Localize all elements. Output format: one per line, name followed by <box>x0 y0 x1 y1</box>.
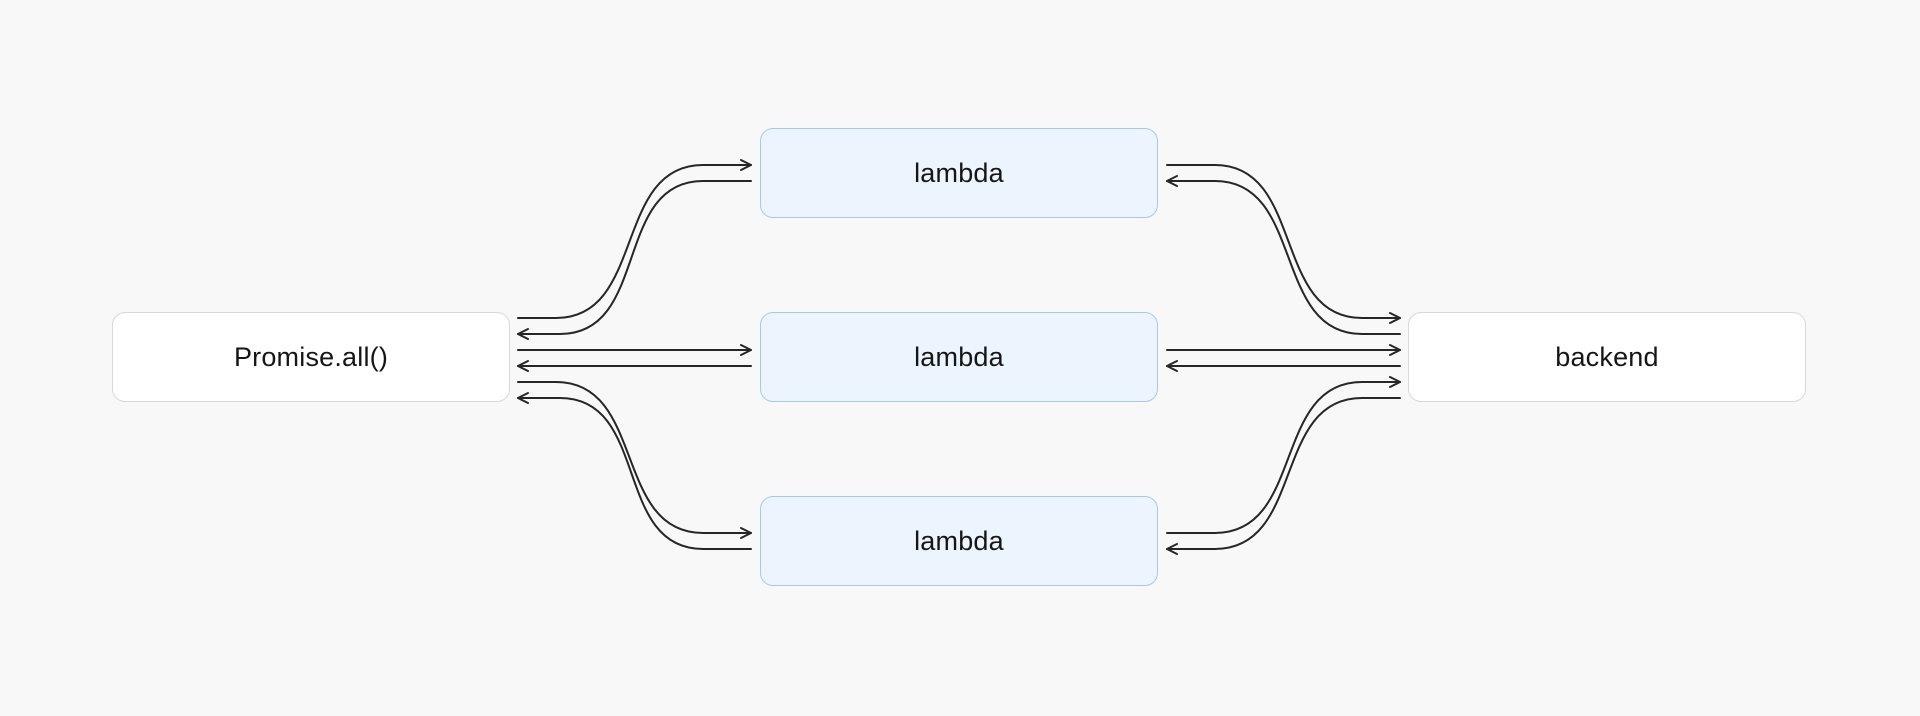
edge-lambda-bottom-to-backend <box>1166 376 1401 534</box>
edge-backend-to-lambda-bottom <box>1166 397 1401 555</box>
node-lambda-middle: lambda <box>760 312 1158 402</box>
node-lambda-bottom-label: lambda <box>914 525 1004 556</box>
node-lambda-top-label: lambda <box>914 157 1004 188</box>
node-backend: backend <box>1408 312 1806 402</box>
edge-lambda-top-to-promise <box>517 180 752 340</box>
node-lambda-middle-label: lambda <box>914 341 1004 372</box>
node-promise-all-label: Promise.all() <box>233 341 389 372</box>
node-lambda-bottom: lambda <box>760 496 1158 586</box>
edge-lambda-bottom-to-promise <box>517 392 752 550</box>
node-backend-label: backend <box>1555 341 1659 372</box>
node-lambda-top: lambda <box>760 128 1158 218</box>
edge-promise-to-lambda-top <box>517 159 752 319</box>
edge-backend-to-lambda-top <box>1166 175 1401 335</box>
edge-promise-to-lambda-bottom <box>517 381 752 539</box>
edge-lambda-top-to-backend <box>1166 164 1401 324</box>
node-promise-all: Promise.all() <box>112 312 510 402</box>
